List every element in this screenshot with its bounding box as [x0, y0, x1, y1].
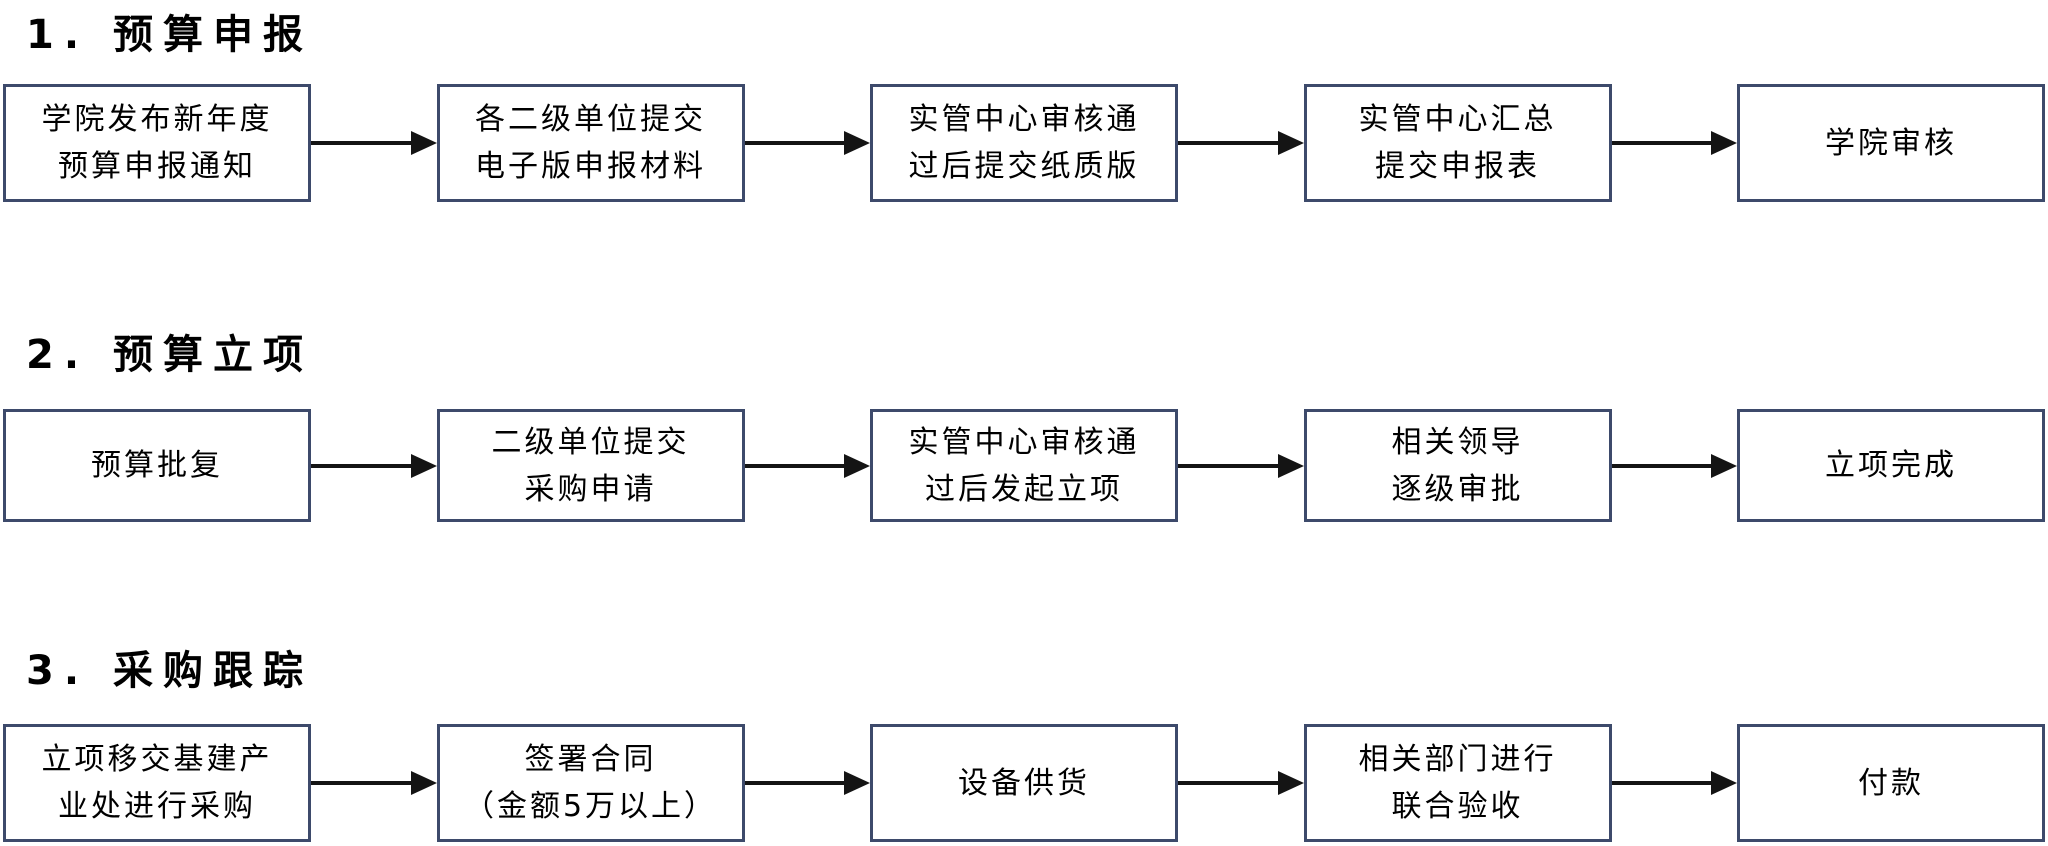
- arrow-shaft: [311, 463, 411, 468]
- step-text-line: 实管中心审核通: [908, 424, 1140, 460]
- arrow-shaft: [1178, 781, 1278, 785]
- step-text-line: 立项完成: [1825, 448, 1957, 483]
- flow-arrow-icon: [1611, 453, 1737, 478]
- arrow-head: [844, 771, 870, 795]
- flow-step-box: 各二级单位提交 电子版申报材料: [436, 84, 745, 202]
- arrow-shaft: [1611, 463, 1711, 468]
- flow-row-budget-declaration: 学院发布新年度 预算申报通知 各二级单位提交 电子版申报材料 实管中心审核通 过…: [3, 84, 2045, 202]
- arrow-head: [1711, 771, 1737, 795]
- flow-arrow-icon: [311, 771, 437, 795]
- flow-step-box: 学院审核: [1737, 84, 2045, 202]
- flow-arrow-icon: [1611, 771, 1737, 795]
- flow-step-box: 实管中心汇总 提交申报表: [1303, 84, 1612, 202]
- arrow-shaft: [311, 781, 411, 785]
- flow-step-box: 立项完成: [1737, 409, 2045, 522]
- step-text-line: 业处进行采购: [58, 789, 256, 824]
- arrow-head: [1277, 131, 1304, 155]
- arrow-shaft: [1611, 141, 1711, 145]
- step-text-line: 电子版申报材料: [475, 149, 706, 184]
- step-text-line: 预算申报通知: [58, 149, 256, 184]
- flow-arrow-icon: [1178, 453, 1304, 478]
- step-text-line: 付款: [1858, 765, 1924, 801]
- flow-step-box: 实管中心审核通 过后提交纸质版: [870, 84, 1178, 202]
- arrow-head: [410, 131, 437, 155]
- step-text-line: 二级单位提交: [491, 424, 690, 460]
- arrow-shaft: [1611, 781, 1711, 785]
- arrow-head: [844, 453, 870, 478]
- arrow-head: [1711, 453, 1737, 478]
- section-title-budget-approval: 2. 预算立项: [26, 332, 313, 378]
- step-text-line: 各二级单位提交: [475, 102, 706, 137]
- flow-step-box: 相关领导 逐级审批: [1303, 409, 1612, 522]
- section-title-budget-declaration: 1. 预算申报: [26, 12, 313, 58]
- step-text-line: 实管中心汇总: [1358, 102, 1557, 137]
- flow-arrow-icon: [1611, 131, 1737, 155]
- step-text-line: （金额5万以上）: [463, 789, 718, 824]
- step-text-line: 学院审核: [1825, 125, 1957, 161]
- step-text-line: 签署合同: [524, 742, 657, 777]
- step-text-line: 学院发布新年度: [41, 102, 273, 137]
- flow-row-procurement-tracking: 立项移交基建产 业处进行采购 签署合同 （金额5万以上） 设备供货 相关部门进行…: [3, 724, 2045, 842]
- step-text-line: 联合验收: [1391, 789, 1524, 824]
- flow-step-box: 立项移交基建产 业处进行采购: [3, 724, 311, 842]
- flow-arrow-icon: [1178, 771, 1304, 795]
- flow-step-box: 付款: [1737, 724, 2045, 842]
- arrow-head: [1277, 771, 1304, 795]
- flow-arrow-icon: [744, 131, 870, 155]
- flow-row-budget-approval: 预算批复 二级单位提交 采购申请 实管中心审核通 过后发起立项 相关领导 逐级审…: [3, 409, 2045, 522]
- step-text-line: 逐级审批: [1391, 471, 1524, 507]
- step-text-line: 实管中心审核通: [908, 102, 1140, 137]
- flow-step-box: 二级单位提交 采购申请: [436, 409, 745, 522]
- step-text-line: 提交申报表: [1375, 149, 1540, 184]
- arrow-head: [410, 453, 437, 478]
- step-text-line: 立项移交基建产: [41, 742, 273, 777]
- step-text-line: 相关部门进行: [1358, 742, 1557, 777]
- step-text-line: 预算批复: [91, 448, 223, 483]
- flow-arrow-icon: [1178, 131, 1304, 155]
- arrow-shaft: [744, 463, 844, 468]
- arrow-shaft: [744, 781, 844, 785]
- arrow-shaft: [744, 141, 844, 145]
- flow-step-box: 预算批复: [3, 409, 311, 522]
- step-text-line: 过后发起立项: [925, 471, 1123, 507]
- flow-arrow-icon: [744, 771, 870, 795]
- step-text-line: 设备供货: [958, 765, 1090, 801]
- arrow-head: [410, 771, 437, 795]
- flow-step-box: 学院发布新年度 预算申报通知: [3, 84, 311, 202]
- step-text-line: 相关领导: [1391, 424, 1524, 460]
- step-text-line: 采购申请: [524, 471, 657, 507]
- arrow-shaft: [1178, 141, 1278, 145]
- arrow-head: [844, 131, 870, 155]
- flow-arrow-icon: [744, 453, 870, 478]
- section-title-procurement-tracking: 3. 采购跟踪: [26, 648, 313, 694]
- arrow-shaft: [1178, 463, 1278, 468]
- flow-step-box: 签署合同 （金额5万以上）: [436, 724, 745, 842]
- flow-arrow-icon: [311, 453, 437, 478]
- flow-step-box: 设备供货: [870, 724, 1178, 842]
- step-text-line: 过后提交纸质版: [908, 149, 1140, 184]
- arrow-head: [1277, 453, 1304, 478]
- arrow-head: [1711, 131, 1737, 155]
- flow-step-box: 相关部门进行 联合验收: [1303, 724, 1612, 842]
- flow-arrow-icon: [311, 131, 437, 155]
- flow-step-box: 实管中心审核通 过后发起立项: [870, 409, 1178, 522]
- arrow-shaft: [311, 141, 411, 145]
